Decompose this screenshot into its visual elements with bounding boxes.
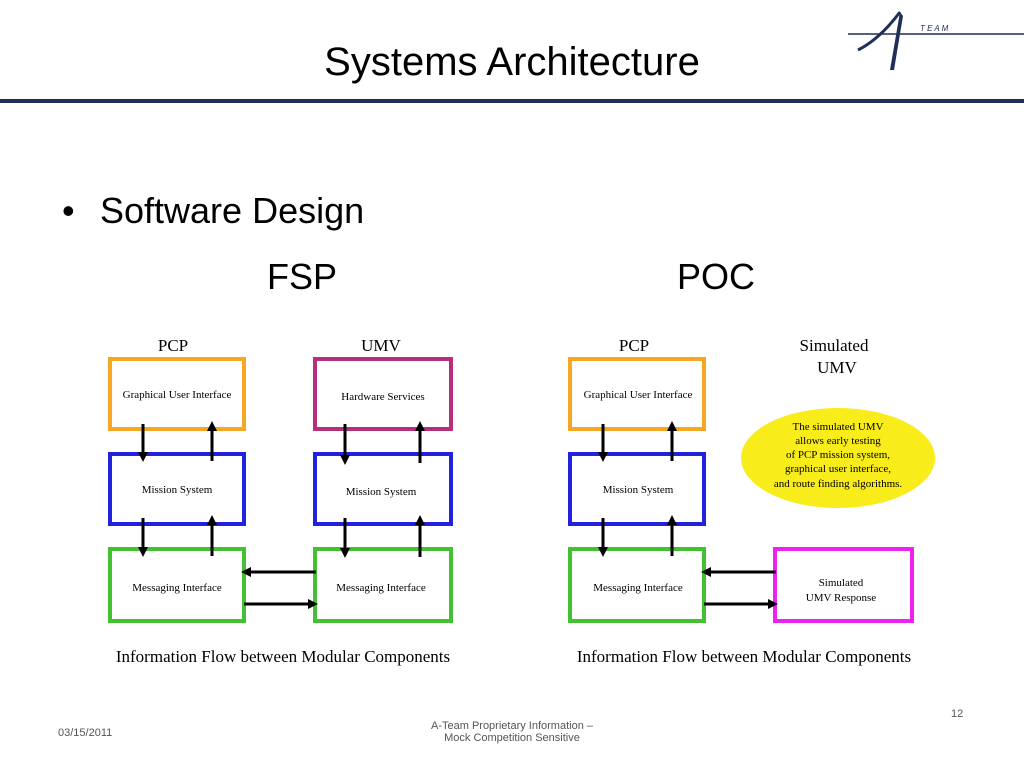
poc-sim-response-box [773,547,914,623]
fsp-hardware-box [313,357,453,431]
fsp-umv-mission-box [313,452,453,526]
footer-date: 03/15/2011 [58,727,113,739]
poc-note-text: The simulated UMV allows early testing o… [774,421,903,490]
poc-sim-response-2: UMV Response [806,592,877,604]
logo-text: T E A M [920,24,949,33]
page-number: 12 [951,708,964,720]
poc-diagram: PCP Simulated UMV Graphical User Interfa… [568,336,935,666]
poc-sim-response-1: Simulated [819,577,864,589]
footer-line-2: Mock Competition Sensitive [444,732,580,744]
bullet-software-design: • Software Design [62,190,364,232]
fsp-pcp-messaging-label: Messaging Interface [132,582,222,594]
fsp-diagram: PCP UMV Graphical User Interface Mission… [108,336,453,666]
poc-note-ellipse [741,408,935,508]
slide-title: Systems Architecture [324,40,700,84]
footer-confidentiality: A-Team Proprietary Information – Mock Co… [392,720,632,744]
fsp-umv-header: UMV [361,336,401,355]
fsp-hardware-label: Hardware Services [341,391,424,403]
fsp-caption: Information Flow between Modular Compone… [116,647,450,666]
poc-sim-header-1: Simulated [800,336,869,355]
bullet-text: Software Design [100,190,365,231]
svg-text:allows early testing: allows early testing [795,435,881,447]
svg-text:The simulated UMV: The simulated UMV [792,421,883,433]
poc-sim-header-2: UMV [817,358,857,377]
svg-text:of PCP mission system,: of PCP mission system, [786,449,890,461]
poc-gui-label: Graphical User Interface [584,389,693,401]
fsp-umv-messaging-box [313,547,453,623]
fsp-pcp-mission-label: Mission System [142,484,213,496]
poc-label: POC [677,256,756,297]
fsp-umv-messaging-label: Messaging Interface [336,582,426,594]
a-team-logo: T E A M [848,11,1024,70]
bullet-dot: • [62,190,75,231]
poc-gui-box [568,357,706,431]
fsp-label: FSP [267,256,338,297]
svg-text:and route finding algorithms.: and route finding algorithms. [774,478,903,490]
poc-messaging-box [568,547,706,623]
poc-caption: Information Flow between Modular Compone… [577,647,911,666]
fsp-umv-mission-label: Mission System [346,486,417,498]
poc-mission-label: Mission System [603,484,674,496]
poc-messaging-label: Messaging Interface [593,582,683,594]
poc-mission-box [568,452,706,526]
title-divider [0,99,1024,103]
fsp-gui-label: Graphical User Interface [123,389,232,401]
fsp-gui-box [108,357,246,431]
fsp-pcp-messaging-box [108,547,246,623]
footer-line-1: A-Team Proprietary Information – [430,720,593,732]
fsp-pcp-mission-box [108,452,246,526]
poc-pcp-header: PCP [619,336,649,355]
svg-text:graphical user interface,: graphical user interface, [785,463,891,475]
fsp-pcp-header: PCP [158,336,188,355]
